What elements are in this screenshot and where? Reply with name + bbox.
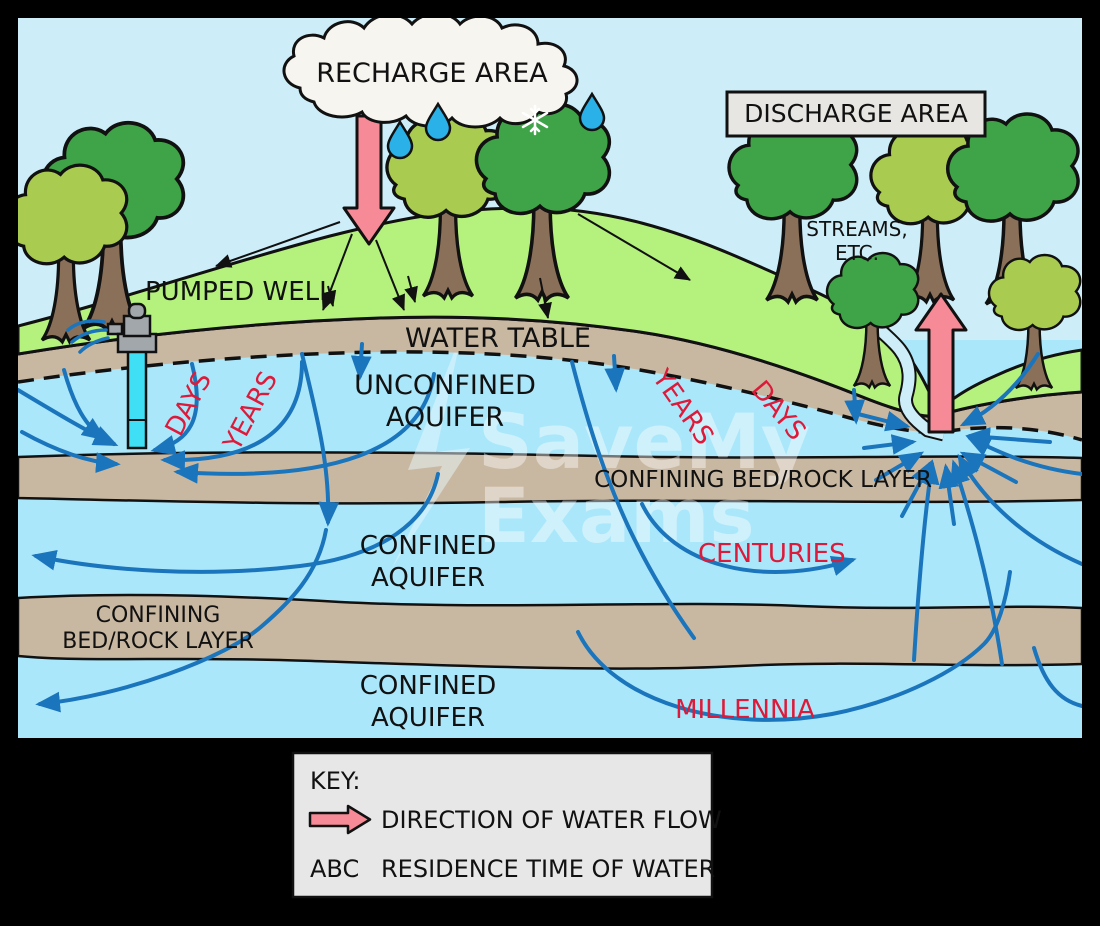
key-legend: KEY: DIRECTION OF WATER FLOW ABC RESIDEN… — [291, 751, 722, 899]
well-water-spray-icon — [66, 319, 110, 354]
discharge-area-label: DISCHARGE AREA — [744, 99, 968, 128]
flow-arrow-rising — [950, 459, 1004, 666]
flow-arrow-infiltration — [350, 342, 372, 381]
key-residence-time-label: RESIDENCE TIME OF WATER — [381, 855, 715, 883]
discharge-flow-arrow-up — [914, 292, 968, 434]
well-pump-icon — [106, 302, 158, 354]
key-flow-direction-label: DIRECTION OF WATER FLOW — [381, 806, 722, 834]
key-flow-arrow-icon — [308, 804, 372, 835]
unconfined-aquifer-label: AQUIFER — [386, 402, 504, 433]
diagram-scene: SaveMy Exams — [18, 18, 1082, 738]
flow-arrow-to-discharge — [856, 411, 911, 432]
infiltration-arrow — [375, 239, 405, 311]
flow-arrow-to-well — [173, 372, 436, 484]
flow-arrow-infiltration — [604, 354, 626, 393]
flow-arrow-to-well — [62, 368, 107, 441]
confined-aquifer-lower-label: CONFINED — [360, 671, 497, 701]
watermark: SaveMy Exams — [392, 332, 810, 568]
key-abc-sample: ABC — [310, 855, 359, 883]
streams-etc-label: ETC. — [835, 241, 879, 265]
flow-arrow-to-discharge — [862, 434, 917, 455]
residence-centuries-label: CENTURIES — [698, 539, 846, 569]
raindrop-icon — [578, 91, 606, 132]
watermark-line1: SaveMy — [478, 397, 810, 486]
soil-band — [18, 317, 1082, 440]
precipitation — [386, 91, 606, 160]
flow-line-descending — [570, 360, 696, 640]
flow-arrow-to-well — [150, 362, 199, 456]
recharge-area-label: RECHARGE AREA — [316, 58, 548, 89]
streams-etc-label: STREAMS, — [806, 217, 907, 241]
flow-arrow-infiltration — [844, 388, 866, 425]
residence-millennia-label: MILLENNIA — [675, 695, 815, 725]
raindrop-icon — [424, 101, 452, 142]
confining-bed-lower-label: BED/ROCK LAYER — [62, 629, 253, 654]
confined-aquifer-upper-label: CONFINED — [360, 531, 497, 561]
flow-arrow-to-well — [20, 430, 121, 473]
flow-arrow-to-discharge — [965, 427, 1052, 448]
confined-aquifer-upper-label: AQUIFER — [371, 563, 485, 593]
water-table-label: WATER TABLE — [405, 323, 591, 354]
infiltration-arrows — [215, 213, 691, 319]
discharge-area-box: DISCHARGE AREA — [725, 90, 987, 138]
confined-aquifer-lower-label: AQUIFER — [371, 703, 485, 733]
infiltration-arrow — [577, 213, 691, 281]
water-table-dashed-line — [18, 350, 1082, 442]
pumped-well — [66, 302, 158, 450]
snowflake-icon — [521, 104, 549, 136]
infiltration-arrow — [404, 275, 418, 303]
flow-arrow-to-discharge — [874, 451, 925, 482]
flow-arrow-centuries — [640, 502, 857, 576]
flow-line-millennia — [576, 570, 1012, 722]
well-pipe — [126, 348, 148, 450]
flow-arrow-to-discharge — [900, 459, 933, 518]
flow-arrow-to-discharge — [959, 451, 1018, 484]
confining-bed-lower-layer — [18, 593, 1082, 670]
infiltration-arrow — [538, 277, 552, 319]
pumped-well-label: PUMPED WELL — [145, 277, 334, 307]
confining-bed-upper-label: CONFINING BED/ROCK LAYER — [594, 467, 932, 493]
flow-arrow-to-discharge — [938, 463, 960, 526]
flow-arrow-to-well — [160, 360, 304, 471]
watermark-line2: Exams — [478, 471, 755, 560]
raindrop-icon — [386, 119, 414, 160]
key-title: KEY: — [310, 767, 360, 795]
confining-bed-lower-label: CONFINING — [96, 603, 221, 628]
groundwater-flow-lines — [18, 342, 1082, 722]
flow-arrow-descending — [300, 352, 340, 527]
flow-line-bottom-right — [1032, 646, 1082, 708]
flow-arrow-to-discharge — [959, 352, 1040, 427]
recharge-cloud-icon — [282, 18, 579, 129]
unconfined-aquifer-label: UNCONFINED — [354, 370, 536, 401]
flow-arrow-deep-left — [35, 528, 328, 713]
watermark-bolt-icon — [392, 332, 470, 568]
pumped-well-pointer-arrow — [322, 285, 337, 307]
recharge-flow-arrow-down — [342, 114, 396, 246]
flow-arrow-deep-left — [31, 472, 440, 574]
infiltration-arrow — [215, 221, 341, 268]
